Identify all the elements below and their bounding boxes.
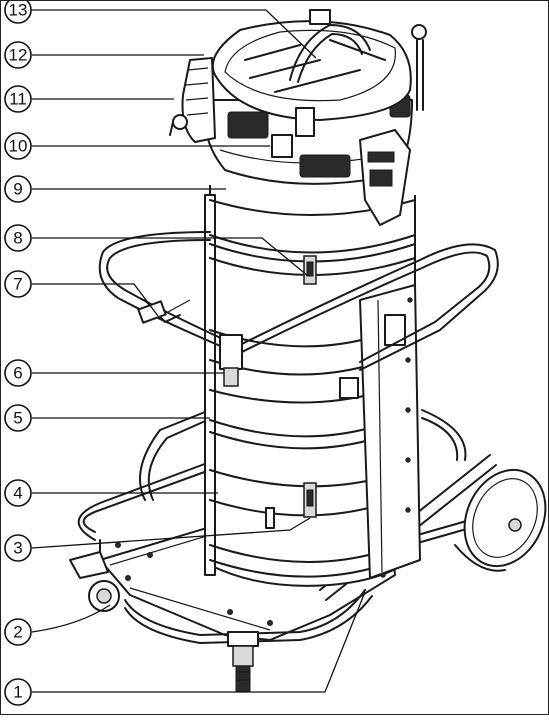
- callout-1: 1: [4, 678, 32, 706]
- callout-11: 11: [4, 85, 32, 113]
- motor-head: [203, 9, 427, 226]
- callout-12: 12: [4, 41, 32, 69]
- support-column: [359, 284, 421, 579]
- callout-13-label: 13: [9, 1, 28, 20]
- leader-1: [32, 591, 366, 693]
- leader-lines: [31, 9, 366, 693]
- push-handle: [98, 231, 499, 387]
- callout-13: 13: [4, 0, 32, 24]
- callout-1-label: 1: [13, 683, 22, 702]
- callout-6: 6: [4, 359, 32, 387]
- callout-2-label: 2: [13, 623, 22, 642]
- callout-11-label: 11: [9, 90, 27, 109]
- callout-6-label: 6: [13, 364, 22, 383]
- leader-8: [32, 237, 309, 277]
- callout-9-label: 9: [13, 180, 22, 199]
- leader-13: [31, 9, 317, 59]
- callout-3: 3: [4, 534, 32, 562]
- callout-4: 4: [4, 479, 32, 507]
- leader-3: [31, 517, 311, 549]
- callout-2: 2: [4, 618, 32, 646]
- leader-2: [31, 604, 111, 633]
- callout-3-label: 3: [13, 539, 22, 558]
- cable-hook: [169, 57, 216, 143]
- callout-5: 5: [4, 404, 32, 432]
- callout-7-label: 7: [13, 275, 22, 294]
- callout-10: 10: [4, 132, 32, 160]
- callout-4-label: 4: [13, 484, 22, 503]
- callout-8: 8: [4, 224, 32, 252]
- callout-9: 9: [4, 175, 32, 203]
- leader-7: [32, 283, 159, 317]
- callout-8-label: 8: [13, 229, 22, 248]
- callout-12-label: 12: [9, 46, 28, 65]
- callout-10-label: 10: [9, 137, 28, 156]
- callouts: 13 12 11 10 9 8 7 6: [4, 0, 32, 706]
- callout-7: 7: [4, 270, 32, 298]
- callout-5-label: 5: [13, 409, 22, 428]
